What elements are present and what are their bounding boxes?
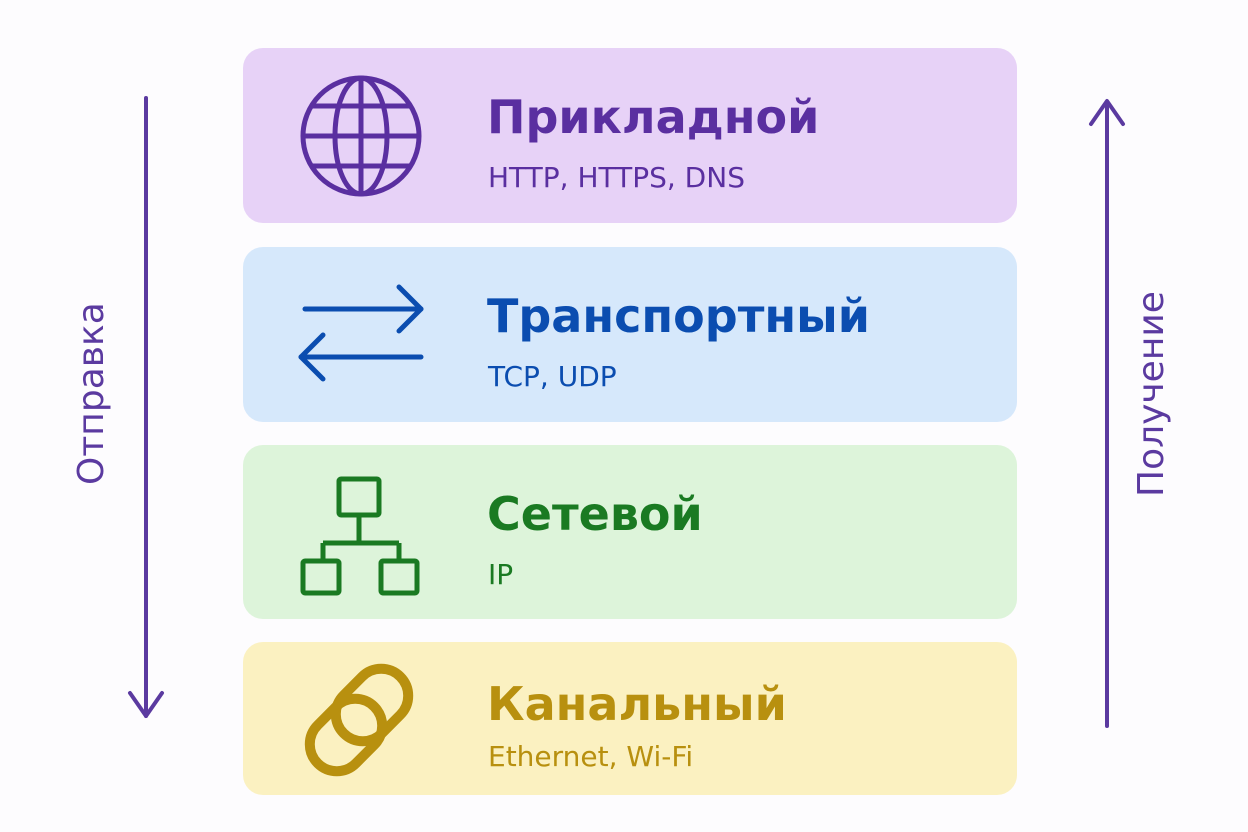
two-way-arrows-icon (293, 267, 429, 403)
chain-link-icon (293, 651, 429, 787)
layer-title: Канальный (487, 677, 787, 731)
send-direction-arrow (116, 96, 176, 726)
layer-protocols: IP (488, 558, 514, 591)
globe-icon (293, 68, 429, 204)
layer-network: Сетевой IP (243, 445, 1017, 619)
receive-label: Получение (1131, 291, 1172, 497)
layer-application: Прикладной HTTP, HTTPS, DNS (243, 48, 1017, 223)
network-tree-icon (293, 465, 429, 601)
layer-title: Транспортный (487, 289, 870, 343)
layer-protocols: TCP, UDP (488, 360, 617, 393)
layer-data-link: Канальный Ethernet, Wi-Fi (243, 642, 1017, 795)
down-arrow-icon (128, 96, 164, 718)
layer-title: Прикладной (487, 90, 820, 144)
layer-transport: Транспортный TCP, UDP (243, 247, 1017, 422)
send-label: Отправка (71, 302, 112, 485)
receive-direction-arrow (1077, 96, 1137, 728)
up-arrow-icon (1089, 99, 1125, 728)
layer-protocols: HTTP, HTTPS, DNS (488, 161, 745, 194)
layer-protocols: Ethernet, Wi-Fi (488, 740, 694, 773)
layer-title: Сетевой (487, 487, 703, 541)
